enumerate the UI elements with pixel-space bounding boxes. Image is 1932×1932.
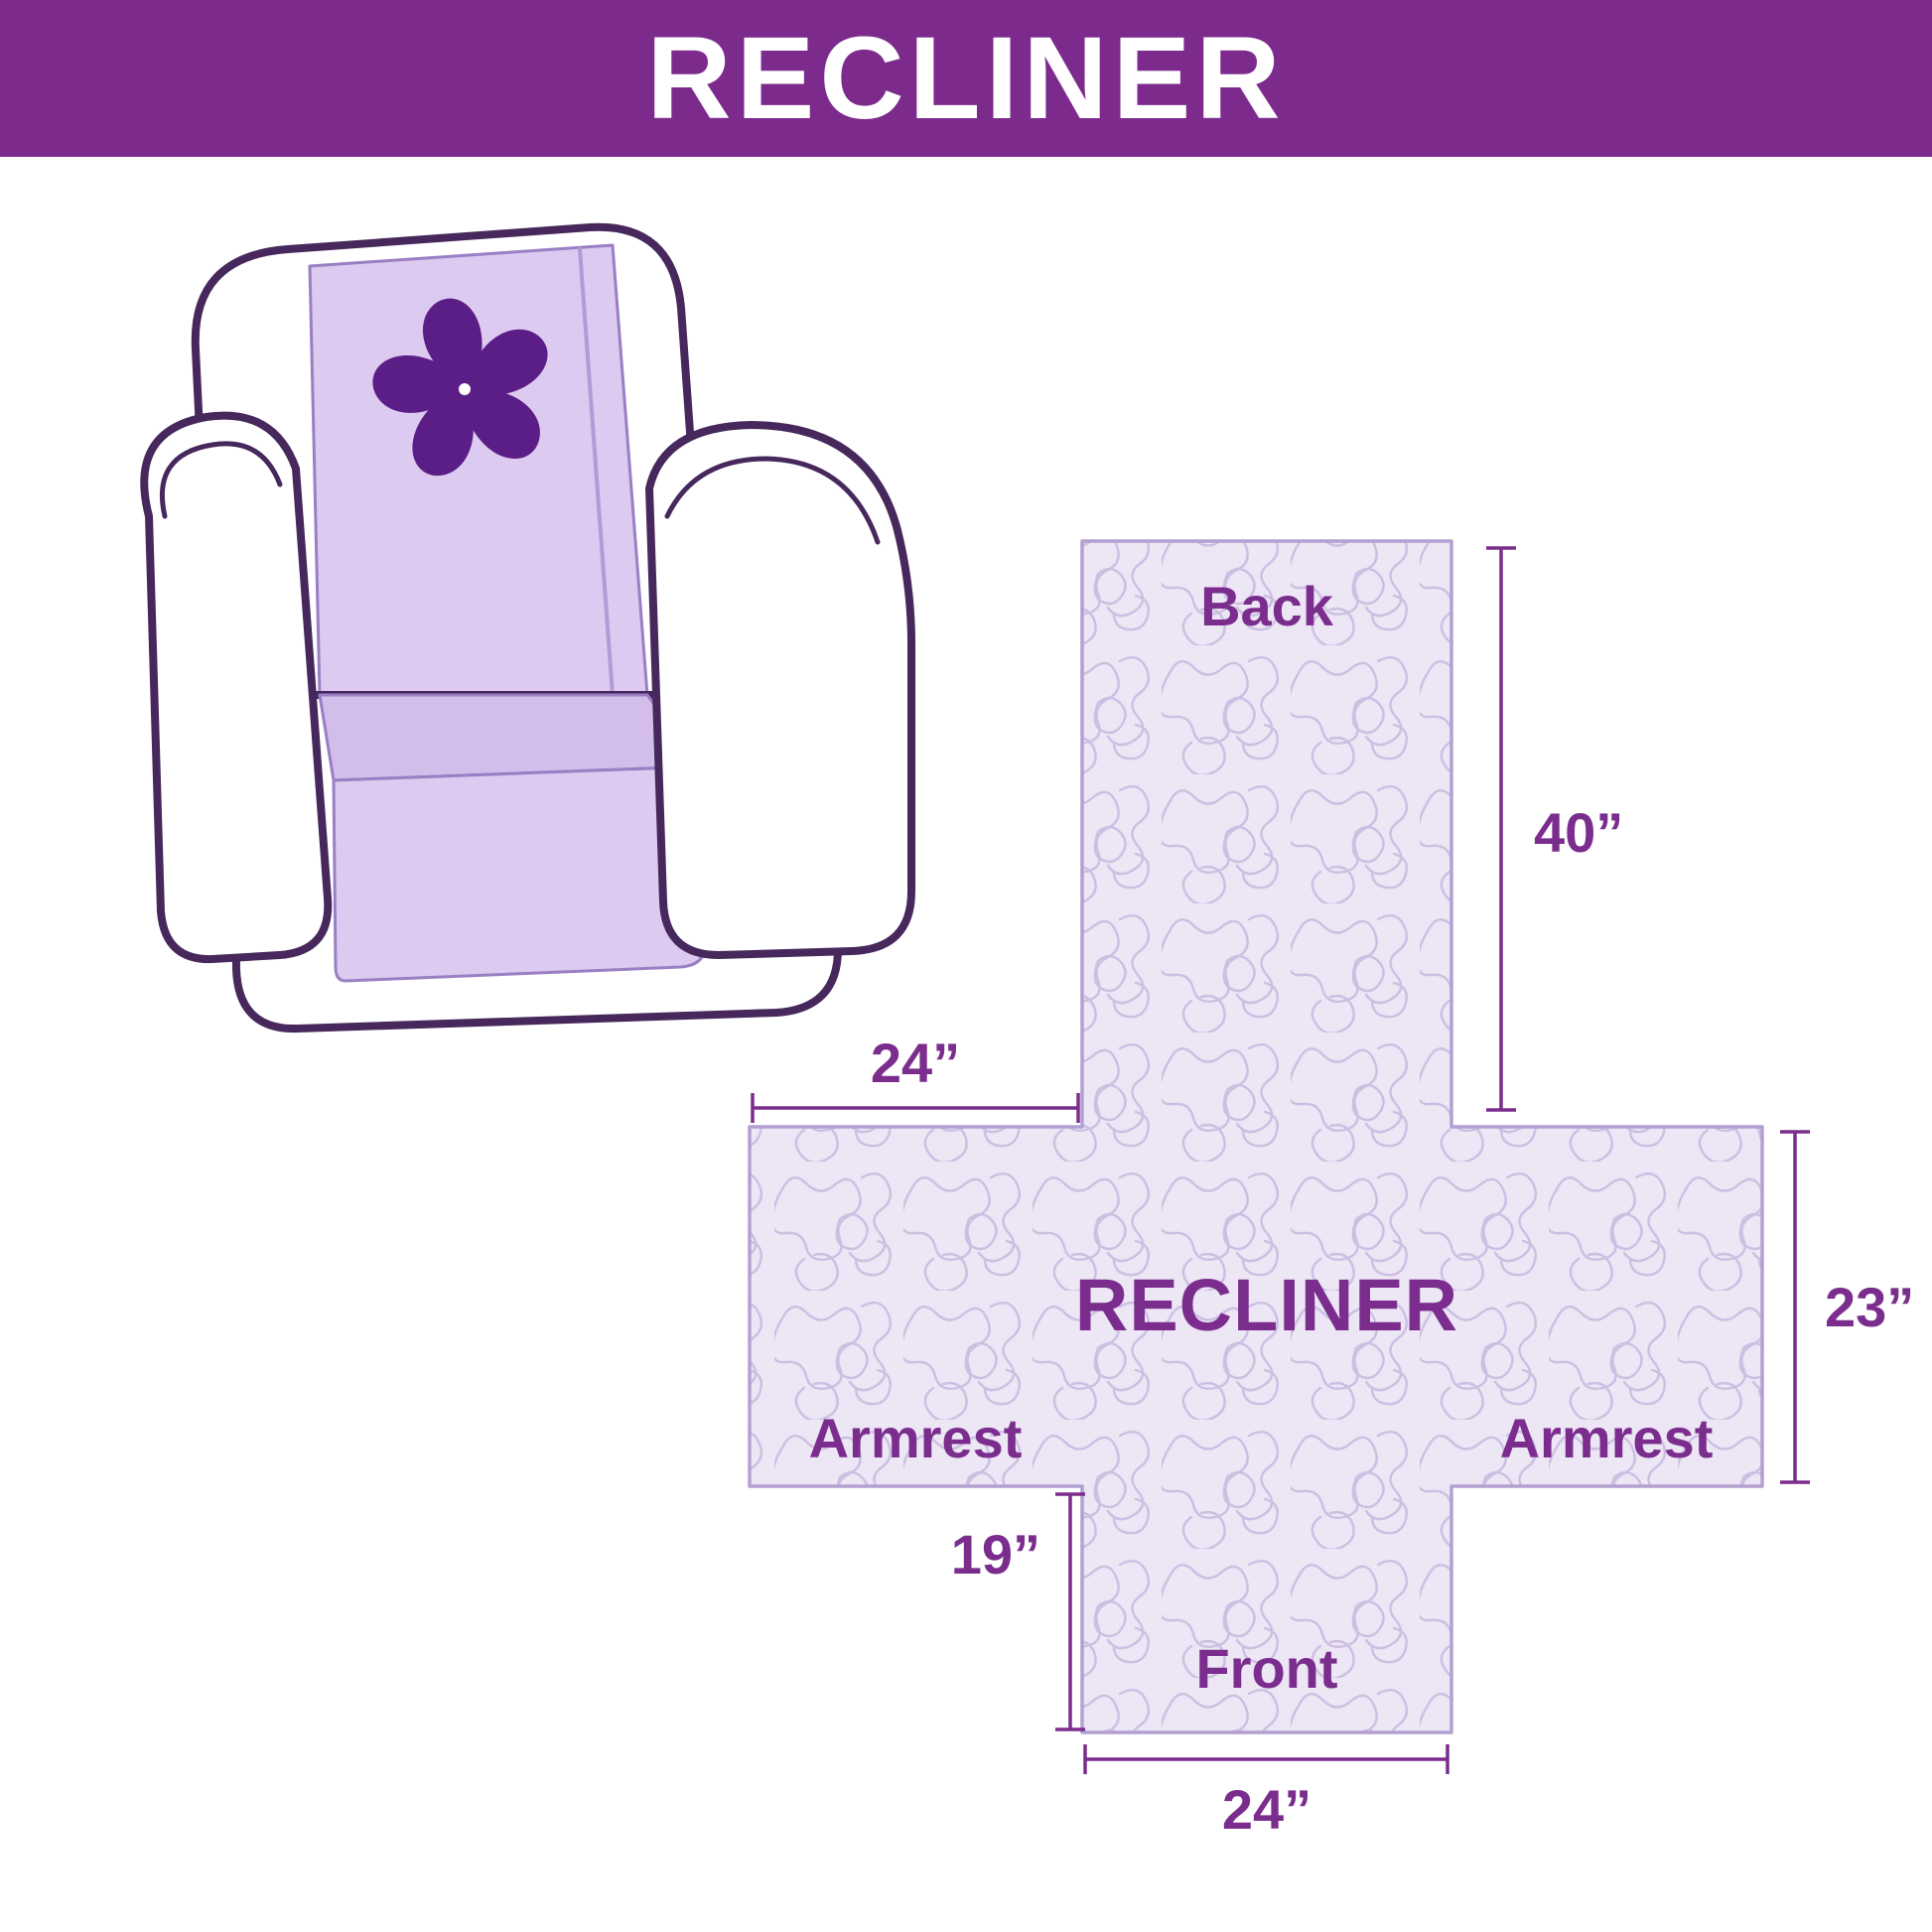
recliner-chair-illustration xyxy=(140,222,915,1034)
dim-armrest-top-width-label: 24” xyxy=(871,1032,960,1094)
cover-flat-diagram: Back RECLINER Armrest Armrest Front 40” … xyxy=(748,539,1914,1841)
pinwheel-icon xyxy=(372,298,548,477)
label-armrest-left: Armrest xyxy=(809,1407,1023,1469)
dim-back-height-label: 40” xyxy=(1534,801,1623,864)
dim-back-height: 40” xyxy=(1486,546,1623,1112)
title-banner: RECLINER xyxy=(0,0,1932,157)
chair-front-cover xyxy=(332,764,707,983)
dim-side-height: 23” xyxy=(1780,1130,1914,1484)
dim-side-height-label: 23” xyxy=(1825,1276,1914,1338)
chair-left-arm xyxy=(140,411,333,964)
chair-back-cover-fold xyxy=(578,247,615,697)
label-back: Back xyxy=(1200,575,1334,637)
dim-front-height: 19” xyxy=(951,1492,1085,1731)
dim-front-width-label: 24” xyxy=(1222,1778,1311,1841)
chair-left-arm-roll xyxy=(159,441,283,519)
label-center-recliner: RECLINER xyxy=(1075,1264,1458,1346)
chair-right-arm-roll xyxy=(664,456,881,545)
cover-cross-shape xyxy=(748,539,1764,1734)
chair-right-arm xyxy=(645,421,915,959)
label-armrest-right: Armrest xyxy=(1500,1407,1714,1469)
dim-armrest-top-width: 24” xyxy=(751,1032,1080,1123)
dim-front-width: 24” xyxy=(1083,1744,1449,1841)
page-title: RECLINER xyxy=(646,13,1286,144)
dim-front-height-label: 19” xyxy=(951,1523,1040,1586)
label-front: Front xyxy=(1195,1637,1337,1700)
